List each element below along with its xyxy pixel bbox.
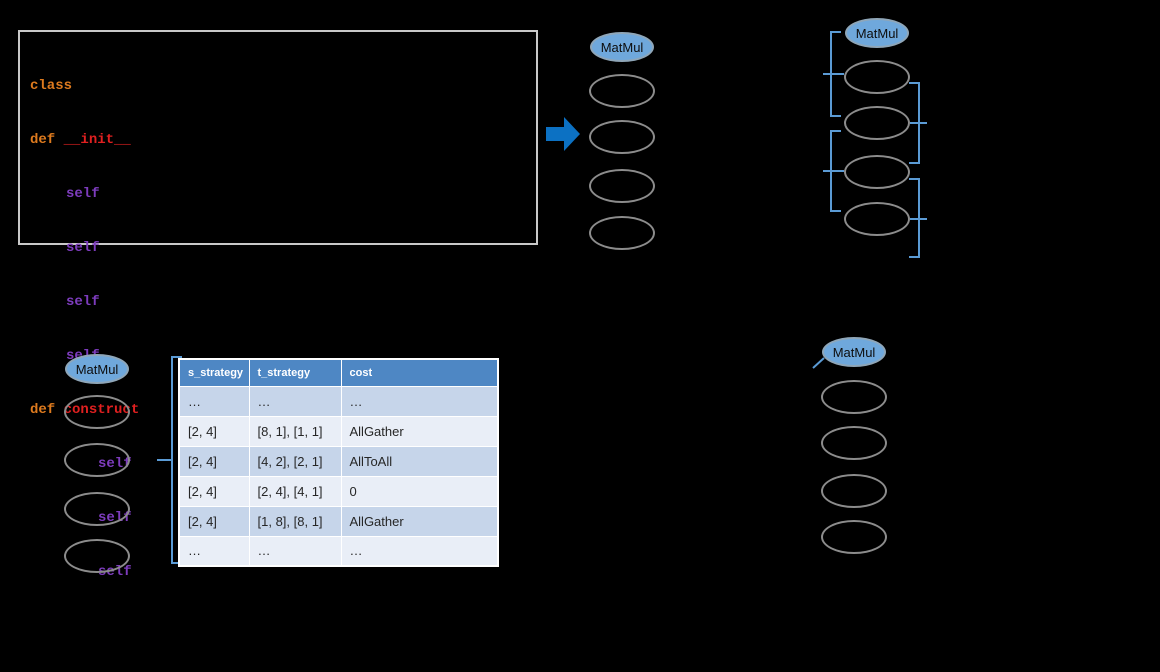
table-cell: … bbox=[178, 385, 250, 417]
table-row: [2, 4] [1, 8], [8, 1] AllGather bbox=[178, 505, 499, 537]
strategy-node bbox=[844, 106, 910, 140]
strategy-node bbox=[64, 395, 130, 429]
table-cell: [4, 2], [2, 1] bbox=[248, 445, 342, 477]
strategy-node bbox=[844, 202, 910, 236]
table-row: … … … bbox=[178, 535, 499, 567]
code-line: self bbox=[30, 293, 139, 311]
col-header-cost: cost bbox=[340, 358, 499, 387]
code-line: self bbox=[30, 185, 139, 203]
table-cell: … bbox=[178, 535, 250, 567]
table-cell: [2, 4] bbox=[178, 505, 250, 537]
strategy-node bbox=[589, 120, 655, 154]
table-cell: [2, 4] bbox=[178, 475, 250, 507]
strategy-node bbox=[64, 492, 130, 526]
matmul-node: MatMul bbox=[590, 32, 654, 62]
table-group-bracket-icon bbox=[157, 356, 182, 564]
bracket-right-lower-icon bbox=[909, 178, 927, 258]
table-cell: AllGather bbox=[340, 505, 499, 537]
def-keyword: def bbox=[30, 132, 56, 148]
self-token: self bbox=[66, 186, 100, 202]
table-cell: … bbox=[340, 535, 499, 567]
table-header-row: s_strategy t_strategy cost bbox=[178, 358, 499, 387]
matmul-node-label: MatMul bbox=[75, 361, 119, 377]
matmul-node-label: MatMul bbox=[855, 25, 899, 41]
code-panel: class def __init__ self self self self d… bbox=[18, 30, 538, 580]
strategy-table: s_strategy t_strategy cost … … … [2, 4] … bbox=[178, 358, 499, 567]
bracket-right-upper-icon bbox=[909, 82, 927, 164]
table-cell: [8, 1], [1, 1] bbox=[248, 415, 342, 447]
code-block: class def __init__ self self self self d… bbox=[30, 41, 139, 617]
matmul-node: MatMul bbox=[845, 18, 909, 48]
table-row: … … … bbox=[178, 385, 499, 417]
table-cell: … bbox=[340, 385, 499, 417]
matmul-node-label: MatMul bbox=[832, 344, 876, 360]
strategy-node bbox=[821, 380, 887, 414]
node-tick-icon bbox=[812, 357, 825, 369]
strategy-node bbox=[589, 169, 655, 203]
code-line: self bbox=[30, 239, 139, 257]
col-header-t-strategy: t_strategy bbox=[248, 358, 342, 387]
matmul-node: MatMul bbox=[65, 354, 129, 384]
strategy-node bbox=[821, 474, 887, 508]
strategy-node bbox=[589, 216, 655, 250]
table-cell: [2, 4] bbox=[178, 415, 250, 447]
strategy-node bbox=[844, 155, 910, 189]
table-row: [2, 4] [4, 2], [2, 1] AllToAll bbox=[178, 445, 499, 477]
strategy-node bbox=[844, 60, 910, 94]
table-cell: AllGather bbox=[340, 415, 499, 447]
code-line: class bbox=[30, 77, 139, 95]
strategy-node bbox=[821, 426, 887, 460]
init-method-name: __init__ bbox=[63, 132, 131, 148]
table-cell: 0 bbox=[340, 475, 499, 507]
table-row: [2, 4] [8, 1], [1, 1] AllGather bbox=[178, 415, 499, 447]
def-keyword: def bbox=[30, 402, 56, 418]
matmul-node-label: MatMul bbox=[600, 39, 644, 55]
strategy-node bbox=[64, 539, 130, 573]
bracket-left-lower-icon bbox=[823, 130, 844, 212]
table-cell: AllToAll bbox=[340, 445, 499, 477]
strategy-node bbox=[589, 74, 655, 108]
code-line: def __init__ bbox=[30, 131, 139, 149]
class-keyword: class bbox=[30, 78, 73, 94]
matmul-node: MatMul bbox=[822, 337, 886, 367]
col-header-s-strategy: s_strategy bbox=[178, 358, 250, 387]
bracket-left-upper-icon bbox=[823, 31, 844, 117]
self-token: self bbox=[66, 294, 100, 310]
block-arrow-right-icon bbox=[546, 117, 580, 151]
table-cell: … bbox=[248, 535, 342, 567]
table-cell: [2, 4] bbox=[178, 445, 250, 477]
strategy-node bbox=[821, 520, 887, 554]
table-row: [2, 4] [2, 4], [4, 1] 0 bbox=[178, 475, 499, 507]
table-cell: … bbox=[248, 385, 342, 417]
table-cell: [2, 4], [4, 1] bbox=[248, 475, 342, 507]
table-cell: [1, 8], [8, 1] bbox=[248, 505, 342, 537]
strategy-node bbox=[64, 443, 130, 477]
self-token: self bbox=[66, 240, 100, 256]
